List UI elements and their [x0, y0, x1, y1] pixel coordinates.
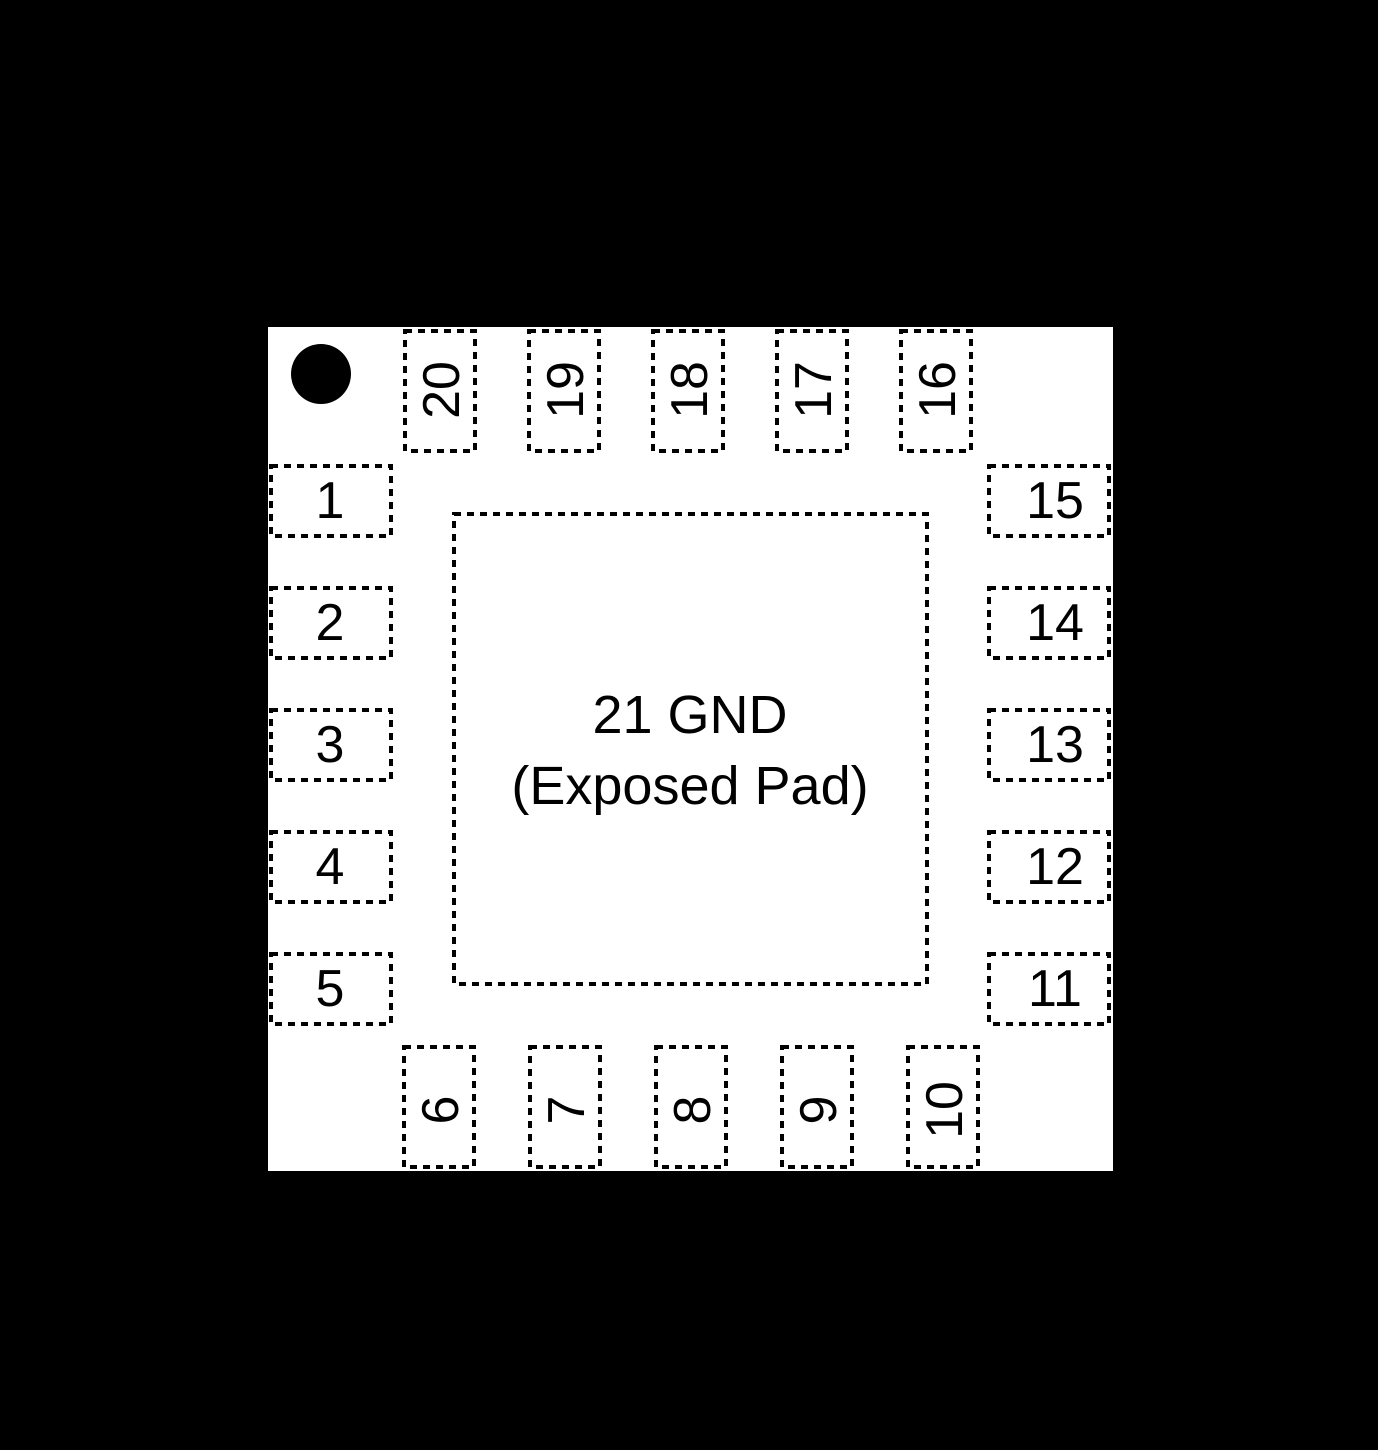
pin-15-label: 15 — [1026, 472, 1084, 530]
pin-16: 16 — [899, 329, 973, 453]
pin-1-label: 1 — [316, 472, 345, 530]
exposed-pad-label-line1: 21 GND — [592, 685, 787, 745]
pin-3-label: 3 — [316, 716, 345, 774]
pin-10-pad — [906, 1045, 980, 1169]
pin-2: 2 — [269, 586, 393, 660]
pin-1-indicator-dot — [291, 344, 351, 404]
pin-11: 11 — [987, 952, 1111, 1026]
pin-18-pad — [651, 329, 725, 453]
pin-13: 13 — [987, 708, 1111, 782]
exposed-pad-label-line2: (Exposed Pad) — [511, 756, 868, 816]
pin-17-label: 17 — [785, 361, 843, 419]
pin-7-pad — [528, 1045, 602, 1169]
pin-19-pad — [527, 329, 601, 453]
pin-5-pad — [269, 952, 393, 1026]
package-body — [268, 327, 1113, 1171]
pin-3: 3 — [269, 708, 393, 782]
pin-8-label: 8 — [664, 1096, 722, 1125]
pin-11-label: 11 — [1028, 960, 1082, 1018]
pin-10: 10 — [906, 1045, 980, 1169]
pin-15-pad — [987, 464, 1111, 538]
pin-20-pad — [403, 329, 477, 453]
pin-16-pad — [899, 329, 973, 453]
pin-19: 19 — [527, 329, 601, 453]
pin-14-pad — [987, 586, 1111, 660]
pin-2-pad — [269, 586, 393, 660]
pin-9-label: 9 — [790, 1096, 848, 1125]
pin-20: 20 — [403, 329, 477, 453]
exposed-pad-outline — [452, 512, 929, 986]
pin-4-pad — [269, 830, 393, 904]
pin-5: 5 — [269, 952, 393, 1026]
pin-19-label: 19 — [537, 361, 595, 419]
pin-2-label: 2 — [316, 594, 345, 652]
pin-12: 12 — [987, 830, 1111, 904]
pin-10-label: 10 — [916, 1081, 974, 1139]
pin-8: 8 — [654, 1045, 728, 1169]
pin-3-pad — [269, 708, 393, 782]
pin-15: 15 — [987, 464, 1111, 538]
pin-8-pad — [654, 1045, 728, 1169]
pin-13-label: 13 — [1026, 716, 1084, 774]
pin-5-label: 5 — [316, 960, 345, 1018]
pin-6-label: 6 — [412, 1096, 470, 1125]
pin-17-pad — [775, 329, 849, 453]
exposed-pad: 21 GND (Exposed Pad) — [452, 512, 929, 986]
pin-4: 4 — [269, 830, 393, 904]
pin-11-pad — [987, 952, 1111, 1026]
pin-6-pad — [402, 1045, 476, 1169]
pin-14-label: 14 — [1026, 594, 1084, 652]
pin-1-pad — [269, 464, 393, 538]
pin-14: 14 — [987, 586, 1111, 660]
pin-20-label: 20 — [413, 361, 471, 419]
pin-1: 1 — [269, 464, 393, 538]
pin-17: 17 — [775, 329, 849, 453]
pin-18-label: 18 — [661, 361, 719, 419]
pin-4-label: 4 — [316, 838, 345, 896]
pin-12-label: 12 — [1026, 838, 1084, 896]
pin-12-pad — [987, 830, 1111, 904]
pin-7: 7 — [528, 1045, 602, 1169]
pin-16-label: 16 — [909, 361, 967, 419]
pin-6: 6 — [402, 1045, 476, 1169]
pin-18: 18 — [651, 329, 725, 453]
pin-9-pad — [780, 1045, 854, 1169]
pin-13-pad — [987, 708, 1111, 782]
pin-9: 9 — [780, 1045, 854, 1169]
pin-7-label: 7 — [538, 1096, 596, 1125]
